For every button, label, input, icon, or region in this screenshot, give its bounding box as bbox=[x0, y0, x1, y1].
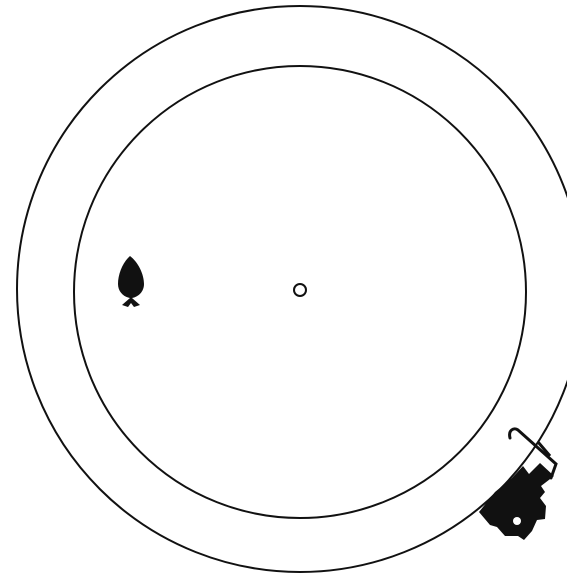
inner-pond[interactable] bbox=[74, 66, 526, 518]
center-marker bbox=[294, 284, 306, 296]
outer-ring bbox=[17, 6, 567, 572]
fisherman-with-rod[interactable] bbox=[479, 429, 556, 540]
fish-icon[interactable] bbox=[118, 256, 144, 307]
